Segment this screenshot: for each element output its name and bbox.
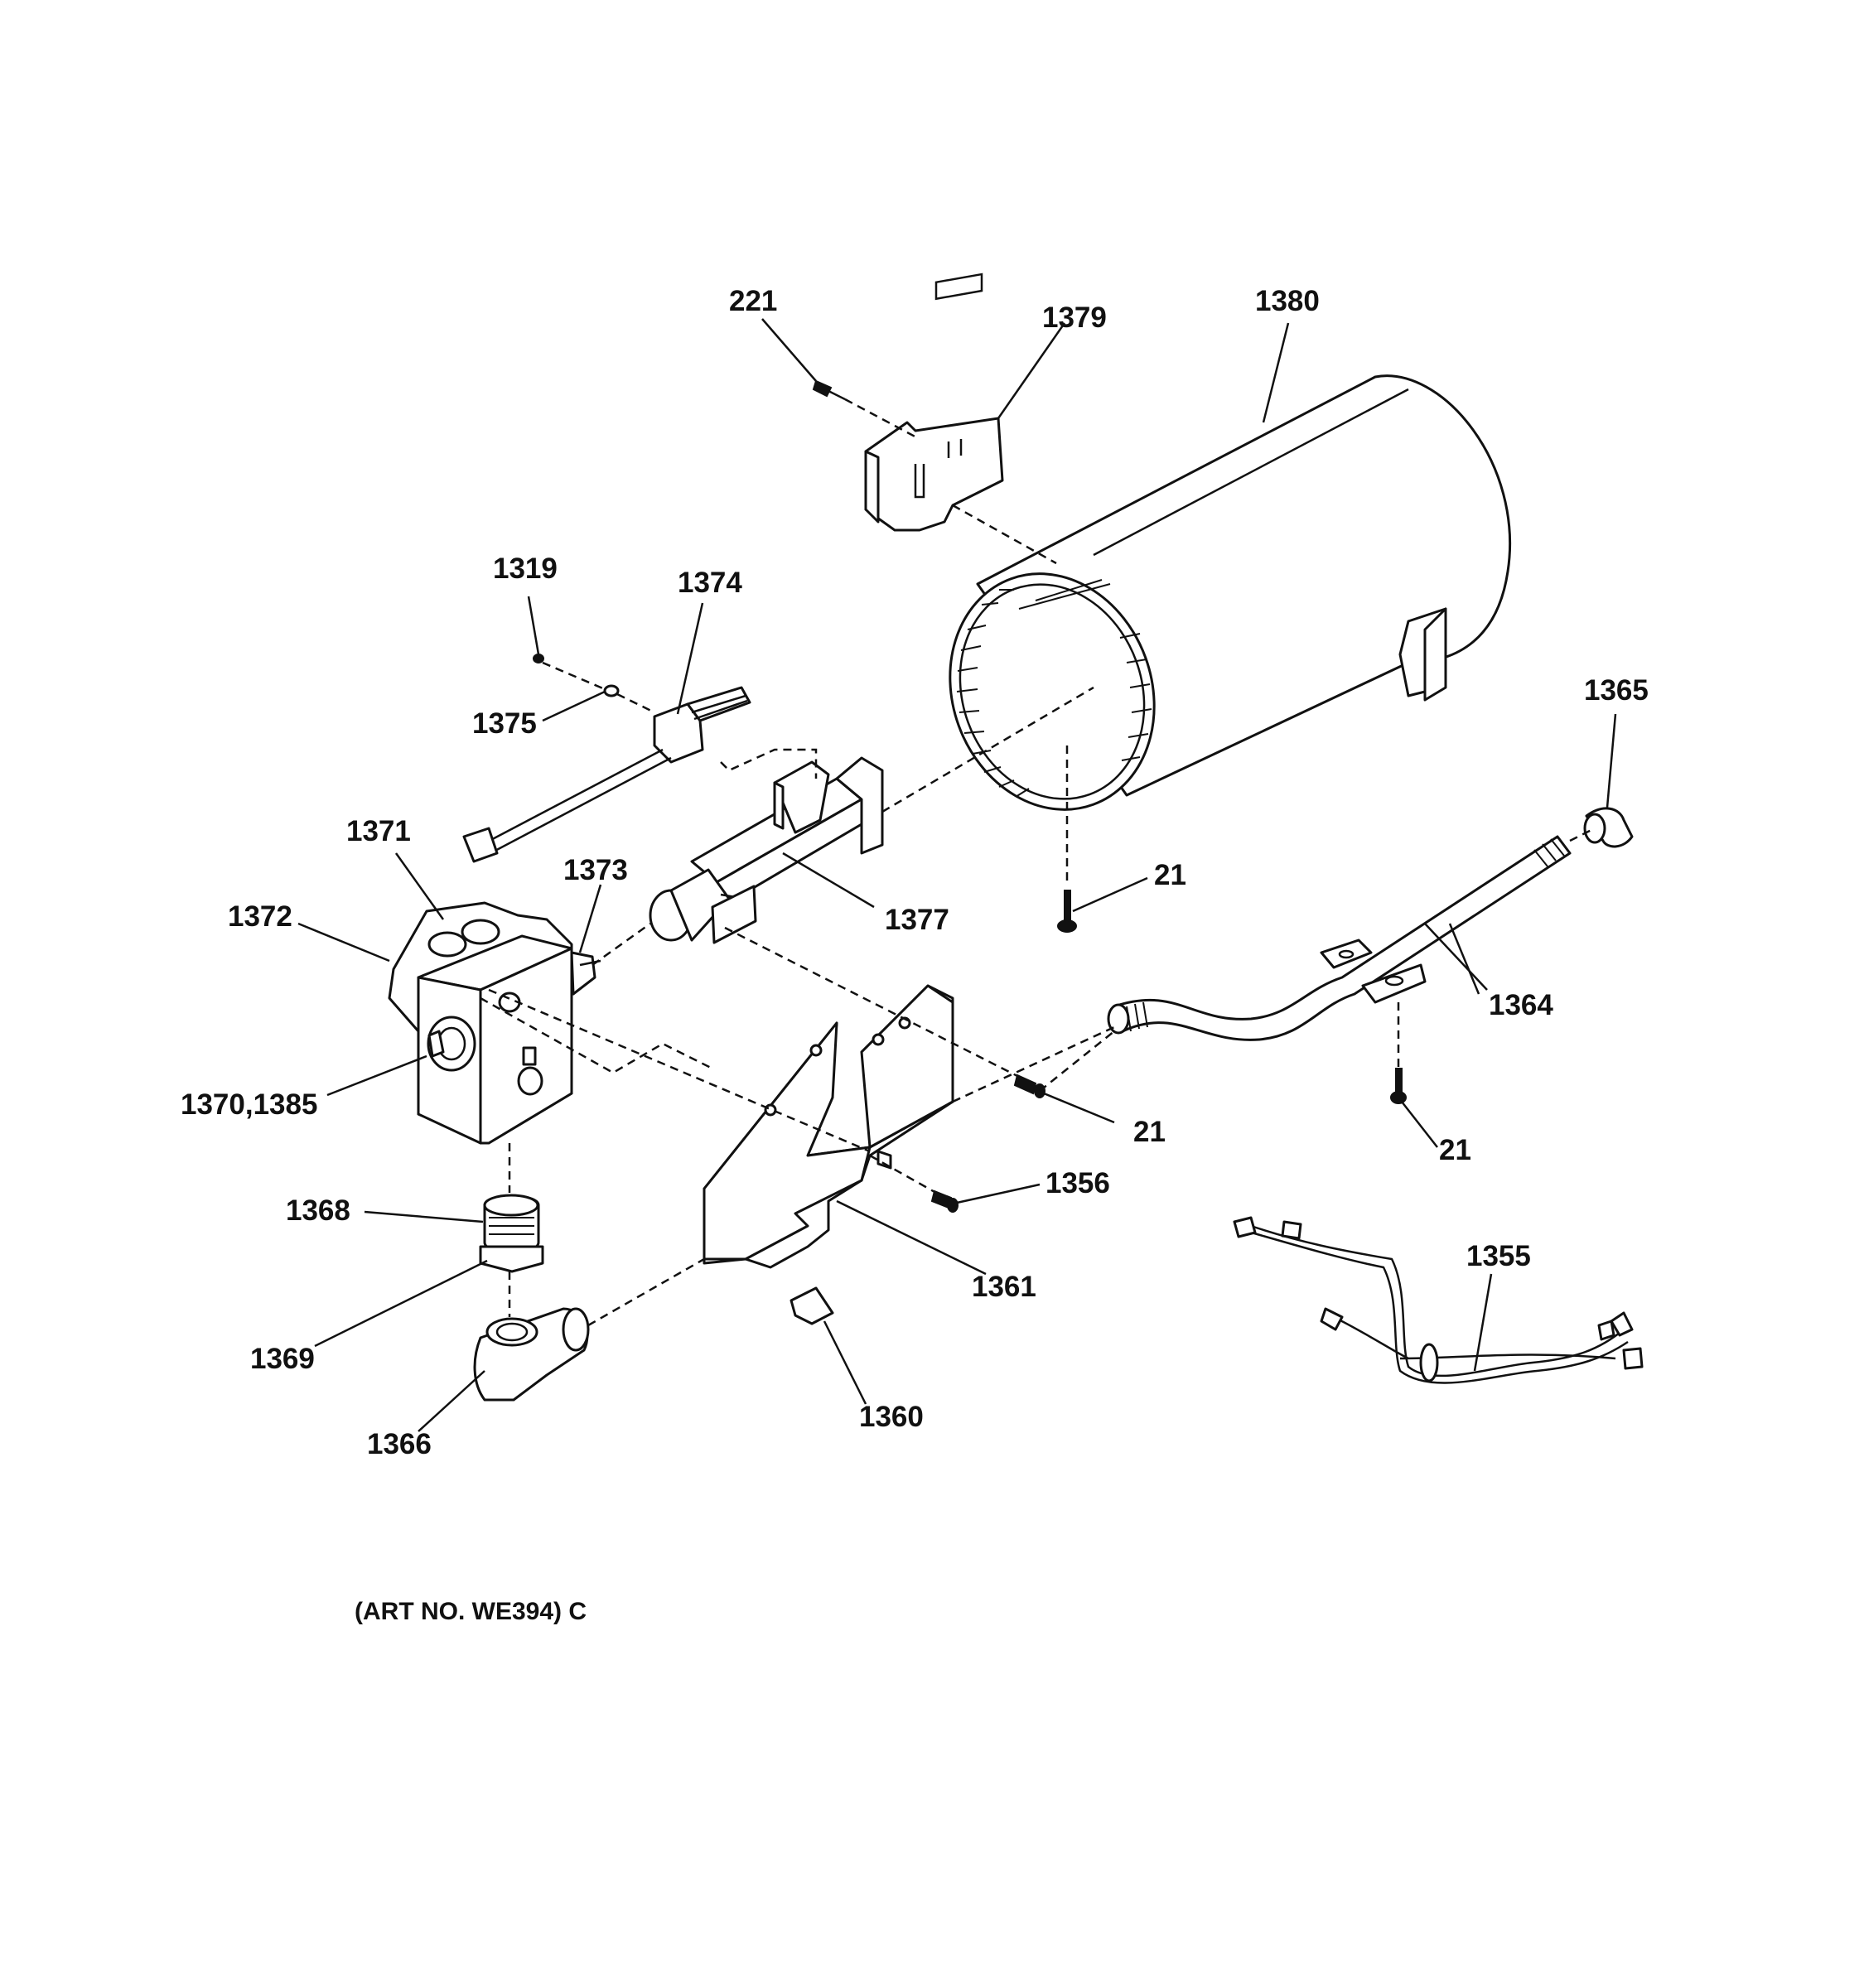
elbow-fitting-1366 <box>473 1307 590 1402</box>
label-21-drum: 21 <box>1154 859 1186 891</box>
burner-tube-1377 <box>649 756 884 944</box>
label-221: 221 <box>729 285 777 317</box>
label-1319: 1319 <box>493 552 558 585</box>
label-1373: 1373 <box>563 854 628 886</box>
label-1370-1385: 1370,1385 <box>181 1088 317 1121</box>
label-1368: 1368 <box>286 1194 350 1227</box>
label-1364: 1364 <box>1489 989 1553 1021</box>
screw-1319 <box>533 654 544 663</box>
label-1366: 1366 <box>367 1428 432 1460</box>
art-number: (ART NO. WE394) C <box>355 1598 587 1625</box>
label-1374: 1374 <box>678 567 742 599</box>
label-1361: 1361 <box>972 1271 1036 1303</box>
flame-sensor-1379 <box>864 273 1004 532</box>
pipe-cap-1365 <box>1583 807 1634 848</box>
label-1355: 1355 <box>1466 1240 1531 1272</box>
label-1379: 1379 <box>1042 302 1107 334</box>
pipe-fitting-1368 <box>479 1194 544 1273</box>
label-21-pipe: 21 <box>1439 1134 1471 1166</box>
label-1372: 1372 <box>228 900 292 933</box>
part-labels: 221 1379 1380 1319 1374 1375 1365 1371 1… <box>181 285 1649 1460</box>
label-1365: 1365 <box>1584 674 1649 707</box>
screw-221 <box>812 379 846 401</box>
clip-1360 <box>790 1286 834 1325</box>
label-1356: 1356 <box>1045 1167 1110 1199</box>
assembly-dashed-lines <box>480 398 1596 1327</box>
label-1377: 1377 <box>885 904 949 936</box>
label-21-bracket: 21 <box>1133 1116 1166 1148</box>
label-1360: 1360 <box>859 1401 924 1433</box>
combustion-chamber-drum-1380 <box>949 374 1512 811</box>
burner-bracket-1361 <box>703 984 954 1269</box>
label-1380: 1380 <box>1255 285 1320 317</box>
label-1375: 1375 <box>472 707 537 740</box>
washer-1375 <box>603 684 620 697</box>
screw-1356 <box>930 1189 959 1213</box>
gas-supply-pipe-1364 <box>1107 835 1572 1041</box>
label-1371: 1371 <box>346 815 411 847</box>
igniter-1374 <box>462 686 751 863</box>
leader-lines <box>297 318 1617 1432</box>
screw-21-pipe <box>1390 1068 1407 1104</box>
screw-21-drum <box>1057 890 1077 933</box>
wire-harness-1355 <box>1233 1216 1644 1384</box>
screw-21-bracket <box>1013 1074 1045 1098</box>
label-1369: 1369 <box>250 1343 315 1375</box>
drum-rim-shading <box>956 579 1152 798</box>
